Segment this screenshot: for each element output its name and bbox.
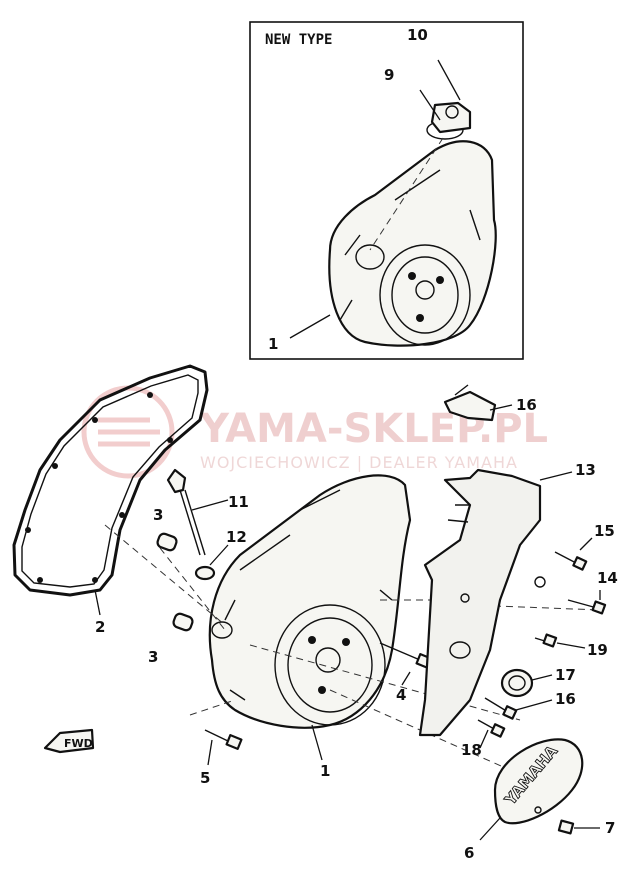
callout-5: 5 [200, 769, 210, 787]
callout-2: 2 [95, 618, 105, 636]
screw-12 [484, 697, 518, 720]
inset-frame [249, 21, 524, 360]
callout-7: 12 [226, 528, 247, 546]
fwd-label: FWD [64, 737, 93, 750]
callout-8: 6 [464, 844, 474, 862]
screw-11 [567, 599, 607, 615]
callout-3-lower: 3 [148, 648, 158, 666]
screw-17 [477, 719, 506, 738]
new-type-inset: NEW TYPE 9 10 1 [249, 21, 524, 360]
screw-16 [534, 633, 558, 648]
screw-13 [554, 551, 588, 571]
callout-17: 18 [461, 741, 482, 759]
inset-filler-plug [426, 101, 472, 140]
oil-dipstick [166, 468, 206, 556]
callout-11: 14 [597, 569, 618, 587]
yamaha-badge-cover: YAMAHA [493, 738, 584, 825]
callout-15: 17 [555, 666, 576, 684]
callout-14: 16 [516, 396, 537, 414]
callout-1-inset: 1 [268, 335, 278, 353]
callout-4: 4 [396, 686, 406, 704]
callout-16: 19 [587, 641, 608, 659]
cover-plate-bracket [418, 468, 546, 737]
watermark-subtitle: WOJCIECHOWICZ | DEALER YAMAHA [200, 453, 518, 472]
callout-18: 9 [384, 66, 394, 84]
crankcase-cover [208, 474, 412, 729]
inset-title: NEW TYPE [265, 32, 332, 48]
callout-1: 1 [320, 762, 330, 780]
plug-cap-15 [500, 668, 534, 698]
callout-10: 13 [575, 461, 596, 479]
callout-13: 15 [594, 522, 615, 540]
clip-14 [443, 384, 497, 422]
inset-crankcase-cover [328, 140, 497, 347]
callout-6: 11 [228, 493, 249, 511]
screw-9 [557, 819, 575, 835]
callout-9: 7 [605, 819, 615, 837]
dowel-pin-upper [156, 532, 178, 552]
bolt-5 [204, 729, 243, 750]
forward-arrow-icon: FWD [43, 728, 95, 754]
callout-12: 16 [555, 690, 576, 708]
callout-3-upper: 3 [153, 506, 163, 524]
gasket [12, 364, 209, 597]
watermark-brand: YAMA-SKLEP.PL [199, 406, 548, 452]
o-ring [194, 565, 216, 581]
callout-19: 10 [407, 26, 428, 44]
dowel-pin-lower [172, 612, 194, 632]
